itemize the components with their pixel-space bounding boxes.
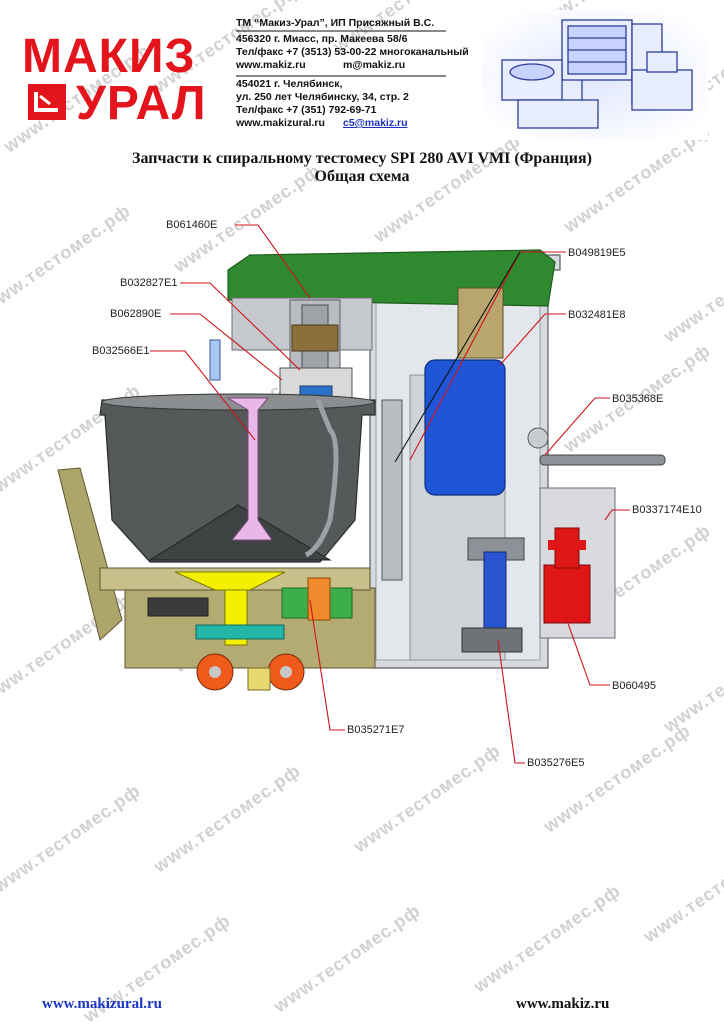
base-housing (99, 567, 376, 669)
wheels (196, 653, 305, 691)
part-label-10: B035271E7 (347, 724, 405, 736)
part-label-6: B032481E8 (568, 309, 626, 321)
black-leaders (394, 251, 521, 463)
contact-line-7: Тел/факс +7 (351) 792-69-71 (236, 104, 377, 116)
contact-rule (236, 30, 446, 32)
contact-site-2[interactable]: www.makizural.ru (236, 117, 325, 129)
part-label-2: B032827E1 (120, 277, 178, 289)
part-label-4: B032566E1 (92, 345, 150, 357)
main-motor (424, 359, 506, 496)
contact-line-6: ул. 250 лет Челябинску, 34, стр. 2 (236, 91, 409, 103)
contact-line-5: 454021 г. Челябинск, (236, 78, 343, 90)
contact-line-1: ТМ “Макиз-Урал”, ИП Присяжный В.С. (236, 17, 435, 29)
logo-mark (28, 84, 66, 120)
contact-mail-2[interactable]: c5@makiz.ru (343, 117, 408, 129)
document-subtitle: Общая схема (314, 168, 410, 185)
contact-line-3: Тел/факс +7 (3513) 53-00-22 многоканальн… (236, 46, 469, 58)
side-handle (539, 454, 666, 466)
pulley-assembly (461, 537, 525, 653)
part-label-1: B061460E (166, 219, 218, 231)
gearbox (231, 297, 373, 407)
safety-arm (57, 467, 123, 641)
contact-site-1[interactable]: www.makiz.ru (236, 59, 306, 71)
part-label-9: B060495 (612, 680, 657, 692)
vertical-shaft (381, 399, 403, 581)
logo-line-1: МАКИЗ (22, 30, 196, 83)
part-label-7: B035368E (612, 393, 664, 405)
part-label-8: B0337174E10 (632, 504, 702, 516)
part-label-11: B035276E5 (527, 757, 585, 769)
red-unit (543, 527, 591, 624)
part-label-3: B062890E (110, 308, 162, 320)
spiral-hook (226, 397, 273, 541)
left-sensor (209, 339, 221, 381)
knob (527, 427, 549, 449)
document-title: Запчасти к спиральному тестомесу SPI 280… (132, 150, 592, 167)
logo-line-2: УРАЛ (76, 77, 207, 130)
contact-line-2: 456320 г. Миасс, пр. Макеева 58/6 (236, 33, 408, 45)
contact-mail-1[interactable]: m@makiz.ru (343, 59, 406, 71)
footer-link-right[interactable]: www.makiz.ru (516, 996, 610, 1012)
footer-link-left[interactable]: www.makizural.ru (42, 996, 162, 1012)
equipment-illustration (482, 10, 708, 140)
part-label-5: B049819E5 (568, 247, 626, 259)
contact-rule-2 (236, 75, 446, 77)
upper-motor-mount (457, 287, 504, 359)
